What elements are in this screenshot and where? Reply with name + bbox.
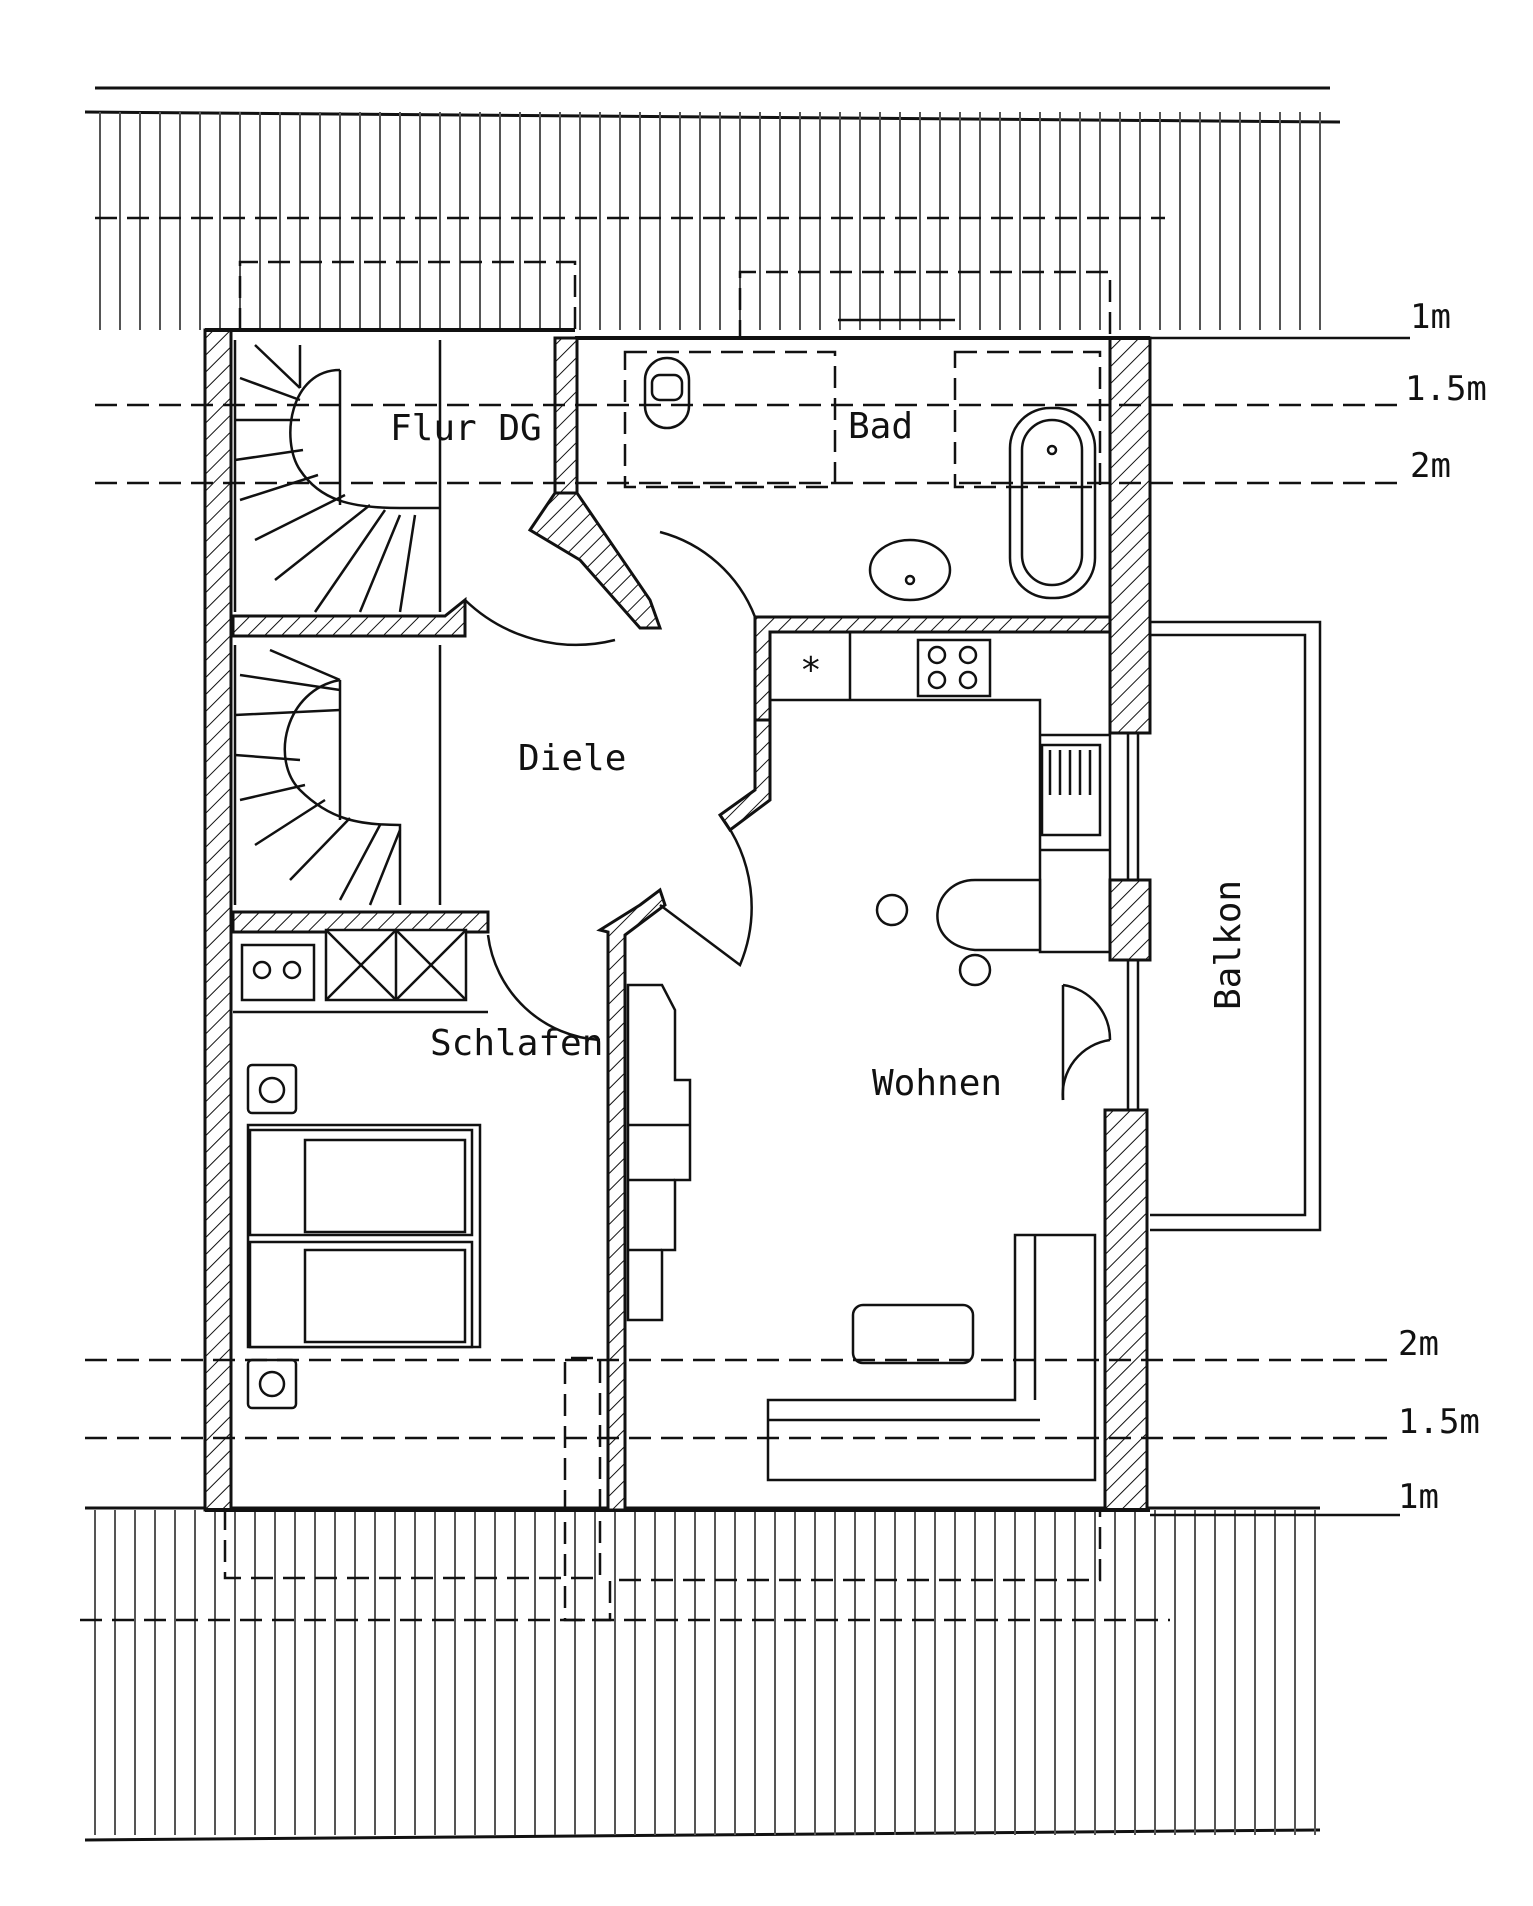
sofa <box>766 1233 1097 1482</box>
height-label-bottom-2m: 2m <box>1398 1324 1439 1364</box>
staircase-upper <box>233 340 442 613</box>
staircase-lower <box>233 645 442 906</box>
height-lines <box>85 336 1410 1517</box>
dining-table <box>875 878 1042 987</box>
hob-icon <box>916 638 992 698</box>
rafters-top <box>99 112 1321 330</box>
sink-icon <box>868 538 952 602</box>
balcony <box>1150 620 1322 1232</box>
kitchen: * <box>770 630 1112 954</box>
height-label-bottom-1m: 1m <box>1398 1477 1439 1517</box>
doors <box>464 530 1112 1101</box>
outer-walls <box>203 328 1152 1512</box>
room-label-balkon: Balkon <box>1208 880 1249 1010</box>
interior-walls <box>231 336 1112 1512</box>
height-label-bottom-1-5m: 1.5m <box>1398 1402 1480 1442</box>
sideboard <box>626 983 692 1322</box>
asterisk-symbol: * <box>800 650 822 691</box>
room-label-schlafen: Schlafen <box>430 1023 603 1064</box>
coffee-table <box>851 1303 975 1365</box>
bed <box>246 1063 482 1410</box>
roof-outline-bottom <box>223 1356 1102 1622</box>
room-label-wohnen: Wohnen <box>872 1063 1002 1104</box>
wardrobe <box>240 928 468 1002</box>
height-label-top-2m: 2m <box>1410 446 1451 486</box>
roof-top <box>84 86 1341 330</box>
room-label-diele: Diele <box>518 738 626 779</box>
roof-bottom <box>80 1506 1321 1842</box>
room-label-bad: Bad <box>848 406 913 447</box>
rafters-bottom <box>94 1510 1316 1835</box>
height-label-top-1m: 1m <box>1410 297 1451 337</box>
height-label-top-1-5m: 1.5m <box>1405 369 1487 409</box>
room-label-flur: Flur DG <box>390 408 542 449</box>
bathroom-fixtures <box>623 318 1102 602</box>
